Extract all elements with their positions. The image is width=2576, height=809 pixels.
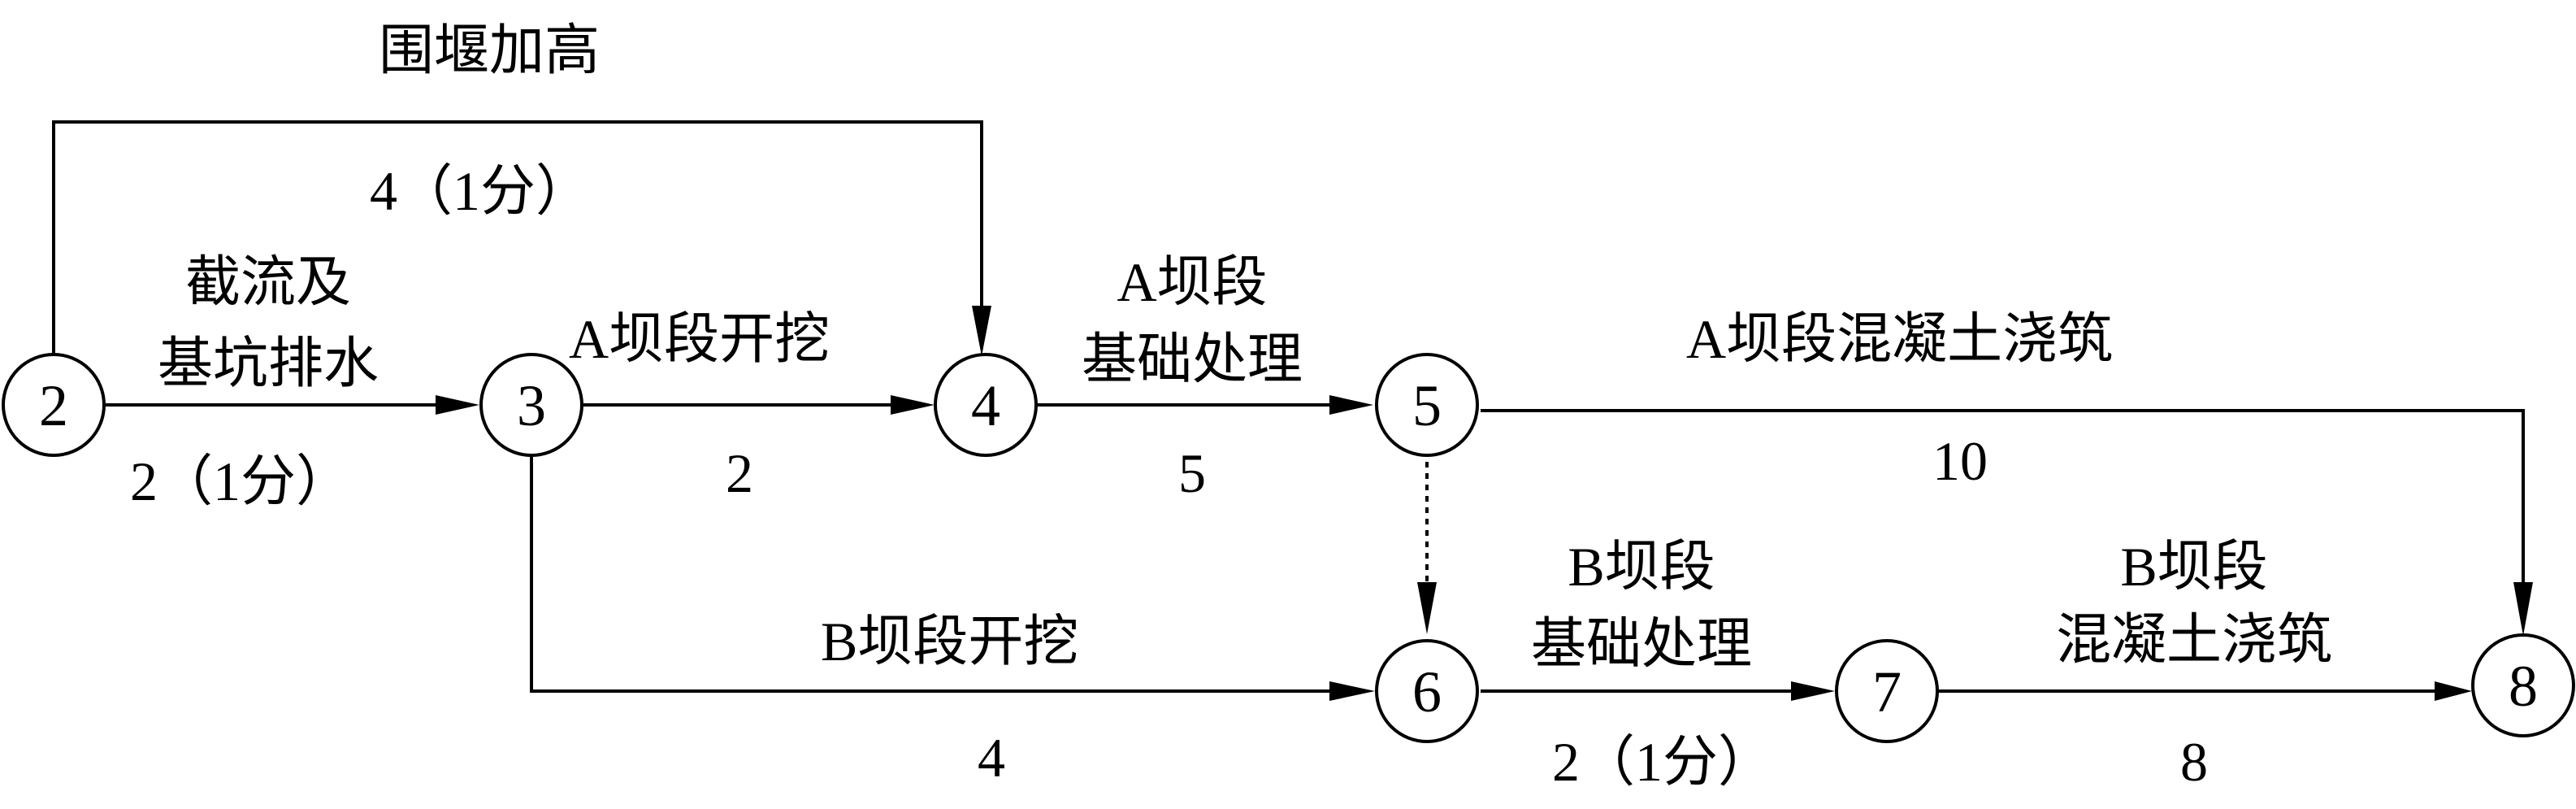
label-2-3-name-line2: 基坑排水 bbox=[158, 333, 379, 394]
label-7-8-duration: 8 bbox=[2180, 731, 2208, 793]
arrowhead-2-4 bbox=[972, 306, 991, 356]
node-5-label: 5 bbox=[1412, 373, 1442, 438]
label-7-8-name-line2: 混凝土浇筑 bbox=[2056, 609, 2332, 671]
node-8-label: 8 bbox=[2509, 654, 2538, 719]
arrowhead-5-8 bbox=[2513, 582, 2533, 636]
arrowhead-6-7 bbox=[1791, 681, 1835, 701]
arrowhead-7-8 bbox=[2435, 681, 2472, 701]
node-7-label: 7 bbox=[1872, 659, 1902, 724]
arrowhead-5-6 bbox=[1417, 582, 1437, 634]
node-6-label: 6 bbox=[1412, 659, 1442, 724]
label-2-4-duration: 4（1分） bbox=[370, 160, 591, 222]
label-2-3-duration: 2（1分） bbox=[130, 450, 351, 512]
arrowhead-3-6 bbox=[1329, 681, 1375, 701]
node-4-label: 4 bbox=[971, 373, 1000, 438]
arrowhead-4-5 bbox=[1329, 395, 1373, 415]
edge-3-6 bbox=[530, 457, 1333, 693]
label-5-8-duration: 10 bbox=[1932, 430, 1988, 492]
edge-labels: 围堰加高 4（1分） 截流及 基坑排水 2（1分） A坝段开挖 2 A坝段 基础… bbox=[130, 20, 2332, 793]
arrowhead-2-3 bbox=[436, 395, 479, 415]
label-5-8-name: A坝段混凝土浇筑 bbox=[1686, 308, 2113, 370]
label-3-4-duration: 2 bbox=[726, 442, 753, 504]
label-2-4-name: 围堰加高 bbox=[379, 20, 600, 81]
label-6-7-name-line2: 基础处理 bbox=[1531, 613, 1752, 675]
label-3-6-duration: 4 bbox=[978, 727, 1005, 789]
node-5: 5 bbox=[1375, 353, 1479, 457]
node-3-label: 3 bbox=[517, 373, 546, 438]
label-7-8-name-line1: B坝段 bbox=[2120, 536, 2267, 598]
nodes: 2 3 4 5 6 7 8 bbox=[2, 353, 2575, 743]
label-4-5-name-line2: 基础处理 bbox=[1082, 328, 1303, 390]
edges bbox=[52, 120, 2533, 701]
node-4: 4 bbox=[934, 353, 1038, 457]
edge-2-4 bbox=[52, 120, 983, 358]
label-6-7-duration: 2（1分） bbox=[1552, 731, 1773, 793]
node-7: 7 bbox=[1835, 639, 1939, 743]
node-3: 3 bbox=[479, 353, 583, 457]
label-6-7-name-line1: B坝段 bbox=[1568, 536, 1715, 598]
arrowhead-3-4 bbox=[891, 395, 935, 415]
node-2-label: 2 bbox=[39, 373, 68, 438]
edge-5-8 bbox=[1481, 409, 2525, 585]
node-8: 8 bbox=[2471, 633, 2575, 737]
node-6: 6 bbox=[1375, 639, 1479, 743]
label-2-3-name-line1: 截流及 bbox=[185, 251, 351, 313]
label-4-5-name-line1: A坝段 bbox=[1117, 251, 1267, 313]
label-3-6-name: B坝段开挖 bbox=[821, 611, 1078, 672]
label-3-4-name: A坝段开挖 bbox=[569, 308, 830, 370]
node-2: 2 bbox=[2, 353, 106, 457]
label-4-5-duration: 5 bbox=[1178, 442, 1206, 504]
